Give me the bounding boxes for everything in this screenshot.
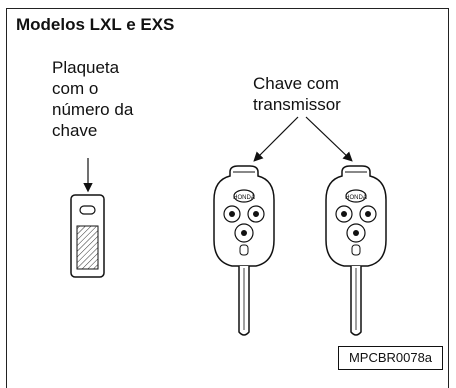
transmitter-key-right: HONDA: [325, 165, 387, 336]
figure-frame: [6, 8, 449, 388]
figure-title: Modelos LXL e EXS: [16, 15, 175, 34]
tag-label-line-1: Plaqueta: [52, 58, 120, 77]
transmitter-label-line-2: transmissor: [253, 95, 341, 114]
tag-label-line-3: número da: [52, 100, 134, 119]
tag-label-line-4: chave: [52, 121, 98, 140]
transmitter-arrow-left: [253, 116, 299, 162]
key-brand-text: HONDA: [233, 195, 255, 201]
key-number-tag-label: Plaqueta com o número da chave: [52, 57, 133, 141]
figure-code: MPCBR0078a: [338, 346, 443, 370]
transmitter-key-label: Chave com transmissor: [253, 73, 341, 115]
transmitter-arrow-right: [305, 116, 353, 162]
key-number-tag: [70, 194, 105, 278]
transmitter-label-line-1: Chave com: [253, 74, 339, 93]
transmitter-key-left: HONDA: [213, 165, 275, 336]
tag-label-line-2: com o: [52, 79, 99, 98]
key-brand-text: HONDA: [345, 195, 367, 201]
